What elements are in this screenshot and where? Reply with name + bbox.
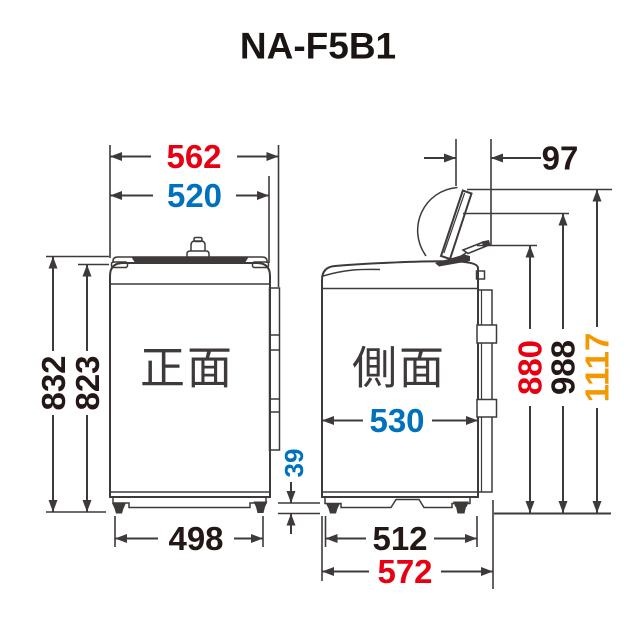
lid-hinge-support bbox=[451, 252, 467, 263]
side-view: 側面 bbox=[321, 186, 498, 514]
dim-front-body-height: 823 bbox=[69, 263, 109, 512]
front-view: 正面 bbox=[109, 236, 281, 514]
dim-side-body-depth: 530 bbox=[322, 402, 478, 439]
water-inlet-base bbox=[186, 250, 210, 262]
dimension-value: 1117 bbox=[579, 333, 616, 403]
dim-front-overall-width: 562 bbox=[109, 138, 280, 287]
front-right-foot bbox=[253, 501, 268, 513]
side-view-label: 側面 bbox=[352, 343, 446, 394]
front-base-pan bbox=[112, 497, 267, 509]
side-body-outline bbox=[321, 260, 479, 498]
dim-front-body-width: 520 bbox=[110, 176, 270, 263]
water-inlet-stem bbox=[190, 240, 206, 251]
dimension-value: 880 bbox=[512, 340, 549, 395]
dimension-value: 823 bbox=[69, 355, 106, 410]
side-latch bbox=[475, 270, 486, 280]
lid-swing-arc bbox=[416, 186, 458, 257]
dimension-value: 498 bbox=[168, 520, 223, 557]
open-lid-inner-line bbox=[443, 192, 466, 254]
dimension-value: 520 bbox=[167, 177, 222, 214]
dimension-value: 572 bbox=[377, 553, 432, 590]
dim-side-overall-depth: 572 bbox=[321, 500, 494, 590]
back-bump-upper bbox=[476, 324, 498, 344]
open-lid bbox=[439, 189, 473, 261]
dimension-value: 832 bbox=[35, 355, 72, 410]
front-left-corner-tab bbox=[110, 261, 129, 269]
dim-side-feet-span: 512 bbox=[324, 516, 478, 557]
dim-base-clearance: 39 bbox=[278, 449, 320, 534]
front-right-corner-tab bbox=[251, 261, 270, 269]
page-title: NA-F5B1 bbox=[240, 26, 396, 67]
front-lid-seam bbox=[131, 256, 249, 263]
side-right-foot bbox=[453, 501, 469, 514]
front-right-strip-segments bbox=[269, 334, 280, 413]
dimension-value: 39 bbox=[279, 449, 309, 478]
side-left-foot bbox=[326, 503, 340, 514]
front-view-label: 正面 bbox=[140, 343, 234, 394]
dimension-value: 512 bbox=[372, 520, 427, 557]
dim-front-overall-height: 832 bbox=[35, 255, 109, 513]
back-strip bbox=[477, 289, 493, 493]
dim-height-lid-top: 1117 bbox=[467, 188, 616, 513]
dim-lid-back-protrusion: 97 bbox=[424, 139, 578, 246]
front-left-foot bbox=[112, 503, 126, 514]
front-right-strip bbox=[268, 287, 281, 451]
dim-front-feet-span: 498 bbox=[114, 516, 264, 557]
side-top-contour bbox=[322, 268, 381, 277]
dimension-value: 530 bbox=[369, 402, 424, 439]
dim-height-lid-mid: 988 bbox=[463, 212, 582, 513]
front-body-outline bbox=[109, 262, 271, 498]
dimension-value: 988 bbox=[545, 340, 582, 395]
dimension-value: 562 bbox=[166, 138, 221, 175]
side-lid-seam bbox=[435, 254, 470, 267]
dimension-value: 97 bbox=[542, 140, 579, 177]
side-base-pan bbox=[324, 497, 471, 509]
dim-height-lid-hinge: 880 bbox=[477, 244, 549, 513]
water-inlet-nub bbox=[193, 236, 203, 243]
back-bump-lower bbox=[476, 398, 498, 418]
